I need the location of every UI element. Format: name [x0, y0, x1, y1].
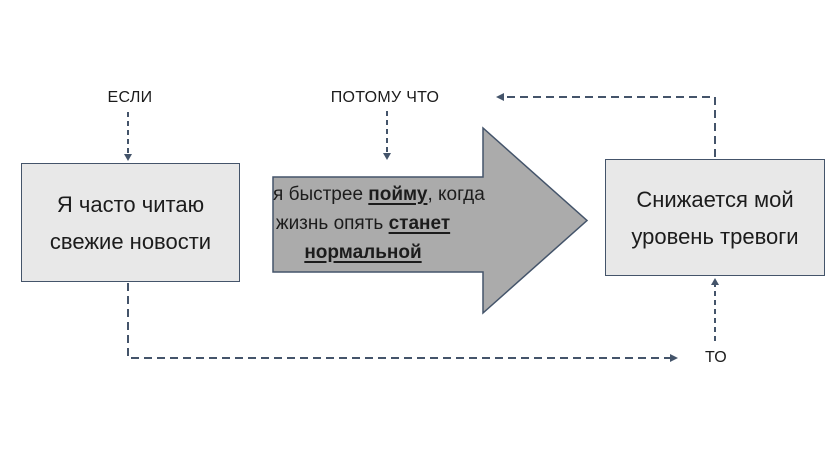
feedback-top-connector-line: [503, 96, 716, 157]
if-connector-arrowhead-icon: [124, 154, 132, 161]
block-arrow-shape: [272, 126, 589, 315]
because-connector-arrowhead-icon: [383, 153, 391, 160]
if-label: ЕСЛИ: [107, 89, 153, 106]
effect-box: Снижается мой уровень тревоги: [605, 159, 825, 276]
then-up-arrowhead-icon: [711, 278, 719, 285]
cause-box-line-2: свежие новости: [49, 228, 212, 254]
then-arrowhead-icon: [670, 354, 678, 362]
block-arrow-text-line-2: жизнь опять станет: [275, 213, 451, 234]
then-connector-line: [127, 283, 670, 359]
block-arrow-text-line-3: нормальной: [304, 242, 422, 263]
block-arrow-text-line-1: я быстрее пойму, когда: [273, 184, 485, 205]
cause-box: Я часто читаю свежие новости: [21, 163, 240, 282]
cause-box-line-1: Я часто читаю: [56, 191, 205, 217]
feedback-top-arrowhead-icon: [496, 93, 504, 101]
block-arrow-text: я быстрее пойму, когда жизнь опять стане…: [273, 180, 485, 267]
because-label: ПОТОМУ ЧТО: [330, 89, 440, 106]
effect-box-line-2: уровень тревоги: [631, 223, 799, 249]
then-label: ТО: [704, 349, 728, 366]
effect-box-line-1: Снижается мой: [636, 186, 794, 212]
